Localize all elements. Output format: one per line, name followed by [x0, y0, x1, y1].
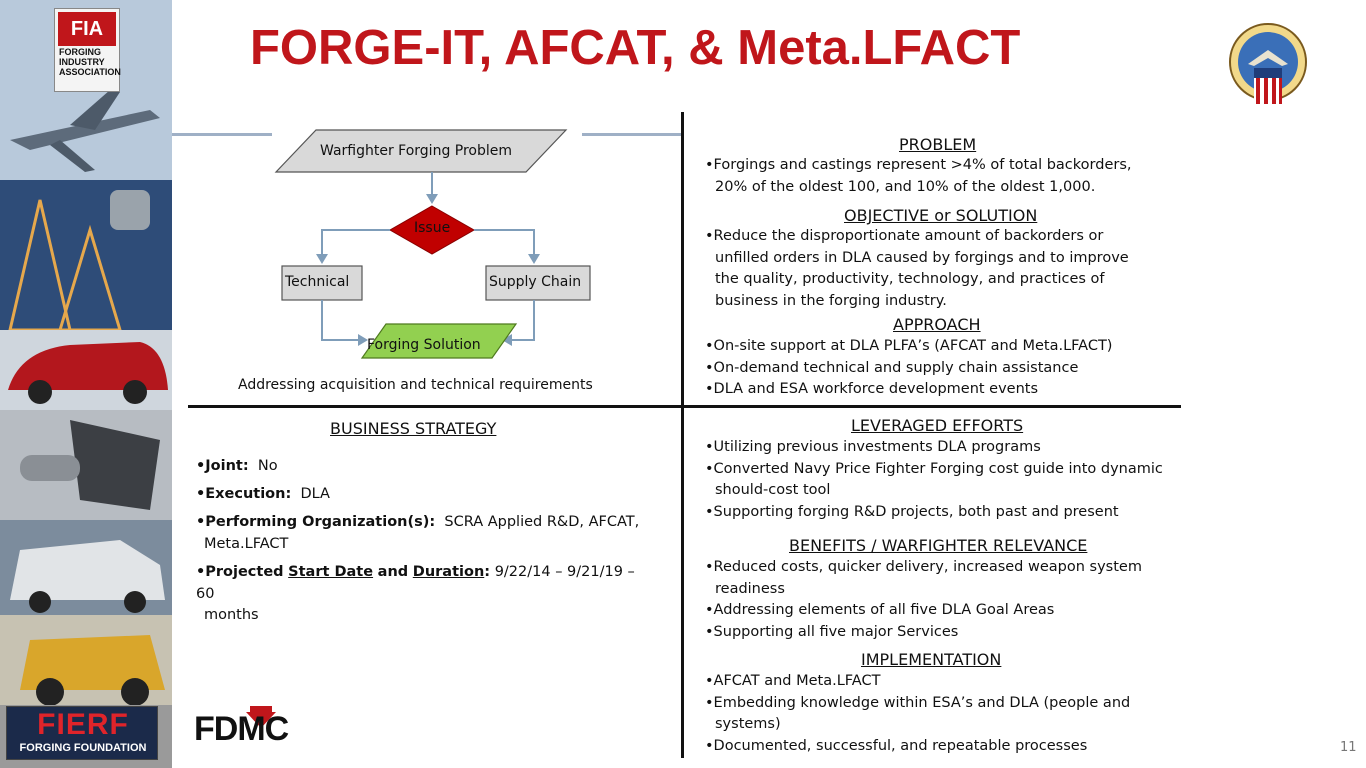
page-number: 11 — [1340, 740, 1357, 755]
leveraged-heading: LEVERAGED EFFORTS — [851, 416, 1024, 435]
objective-line-3: the quality, productivity, technology, a… — [715, 271, 1105, 288]
implementation-text: •AFCAT and Meta.LFACT •Embedding knowled… — [705, 671, 1130, 758]
approach-heading: APPROACH — [893, 315, 981, 334]
bs-execution-label: •Execution: — [196, 486, 292, 502]
photo-collage-image — [0, 0, 172, 768]
implementation-heading: IMPLEMENTATION — [861, 650, 1002, 669]
leveraged-text: •Utilizing previous investments DLA prog… — [705, 437, 1163, 524]
approach-line-2: •On-demand technical and supply chain as… — [705, 359, 1079, 376]
fdmc-logo-graphic — [246, 706, 276, 728]
flow-supply-chain-label: Supply Chain — [489, 274, 582, 290]
left-photo-strip: FIA FORGING INDUSTRY ASSOCIATION FIERF F… — [0, 0, 172, 768]
fia-logo-text: FORGING INDUSTRY ASSOCIATION — [59, 47, 121, 77]
leveraged-line-2: •Converted Navy Price Fighter Forging co… — [705, 460, 1163, 477]
dla-seal-icon — [1229, 23, 1307, 104]
objective-line-4: business in the forging industry. — [715, 293, 947, 310]
objective-line-2: unfilled orders in DLA caused by forging… — [715, 249, 1129, 266]
bs-joint-label: •Joint: — [196, 458, 249, 474]
bs-performing: •Performing Organization(s): SCRA Applie… — [196, 512, 646, 555]
bs-execution: •Execution: DLA — [196, 484, 646, 506]
bs-performing-label: •Performing Organization(s): — [196, 514, 436, 530]
bs-projected-label: •Projected — [196, 564, 284, 580]
accent-line-left — [172, 133, 272, 136]
bs-and-word: and — [377, 564, 409, 580]
fierf-logo: FIERF FORGING FOUNDATION — [6, 706, 158, 760]
fdmc-logo-text: FDMC — [194, 710, 289, 748]
flow-issue-label: Issue — [414, 220, 451, 236]
implementation-line-3: systems) — [715, 716, 781, 733]
problem-text: •Forgings and castings represent >4% of … — [705, 155, 1132, 198]
flow-supply-chain-shape — [485, 265, 591, 301]
fierf-logo-text: FORGING FOUNDATION — [19, 742, 147, 754]
bs-duration-colon: : — [484, 564, 491, 580]
leveraged-line-4: •Supporting forging R&D projects, both p… — [705, 504, 1119, 521]
bs-projected-value-2: months — [204, 607, 259, 623]
problem-heading: PROBLEM — [899, 135, 977, 154]
slide-title: FORGE-IT, AFCAT, & Meta.LFACT — [250, 21, 1021, 75]
bs-joint: •Joint: No — [196, 456, 646, 478]
flowchart: Warfighter Forging Problem Issue Technic… — [236, 126, 616, 366]
benefits-line-1: •Reduced costs, quicker delivery, increa… — [705, 559, 1142, 575]
flow-technical-shape — [281, 265, 363, 301]
bs-performing-value-2: Meta.LFACT — [204, 535, 289, 552]
bs-projected: •Projected Start Date and Duration: 9/22… — [196, 562, 646, 627]
flow-caption: Addressing acquisition and technical req… — [238, 377, 593, 393]
benefits-heading: BENEFITS / WARFIGHTER RELEVANCE — [789, 536, 1088, 555]
problem-line-1: •Forgings and castings represent >4% of … — [705, 157, 1132, 173]
vertical-divider — [681, 112, 684, 758]
flow-problem-label: Warfighter Forging Problem — [320, 143, 513, 159]
horizontal-divider — [188, 405, 1181, 408]
implementation-line-2: •Embedding knowledge within ESA’s and DL… — [705, 694, 1131, 711]
benefits-text: •Reduced costs, quicker delivery, increa… — [705, 557, 1142, 644]
bs-duration-label: Duration — [412, 564, 485, 580]
fia-logo: FIA FORGING INDUSTRY ASSOCIATION — [54, 8, 121, 92]
approach-text: •On-site support at DLA PLFA’s (AFCAT an… — [705, 336, 1112, 401]
benefits-line-2: readiness — [715, 580, 785, 597]
leveraged-line-1: •Utilizing previous investments DLA prog… — [705, 439, 1041, 455]
bs-performing-value: SCRA Applied R&D, AFCAT, — [444, 514, 640, 530]
objective-text: •Reduce the disproportionate amount of b… — [705, 226, 1129, 313]
objective-line-1: •Reduce the disproportionate amount of b… — [705, 228, 1104, 244]
flow-solution-label: Forging Solution — [367, 337, 481, 353]
flowchart-diagram — [274, 129, 591, 359]
problem-line-2: 20% of the oldest 100, and 10% of the ol… — [715, 178, 1096, 195]
fia-logo-mark: FIA — [58, 12, 116, 46]
leveraged-line-3: should-cost tool — [715, 482, 831, 499]
flow-technical-label: Technical — [285, 274, 350, 290]
bs-projected-value: 9/22/14 – 9/21/19 – 60 — [196, 564, 635, 602]
flow-problem-shape — [274, 129, 568, 173]
business-strategy-heading: BUSINESS STRATEGY — [330, 419, 497, 438]
benefits-line-4: •Supporting all five major Services — [705, 624, 959, 641]
flow-issue-shape — [388, 205, 476, 255]
benefits-line-3: •Addressing elements of all five DLA Goa… — [705, 602, 1055, 619]
implementation-line-1: •AFCAT and Meta.LFACT — [705, 673, 881, 689]
bs-joint-value: No — [257, 458, 278, 474]
flow-solution-shape — [360, 323, 518, 359]
fierf-logo-mark: FIERF — [37, 708, 129, 741]
objective-heading: OBJECTIVE or SOLUTION — [844, 206, 1038, 225]
approach-line-3: •DLA and ESA workforce development event… — [705, 381, 1039, 398]
accent-line-right — [582, 133, 682, 136]
fdmc-logo: FDMC — [194, 706, 298, 748]
bs-start-date-label: Start Date — [288, 564, 374, 580]
implementation-line-4: •Documented, successful, and repeatable … — [705, 738, 1088, 755]
bs-execution-value: DLA — [300, 486, 330, 502]
approach-line-1: •On-site support at DLA PLFA’s (AFCAT an… — [705, 338, 1113, 354]
